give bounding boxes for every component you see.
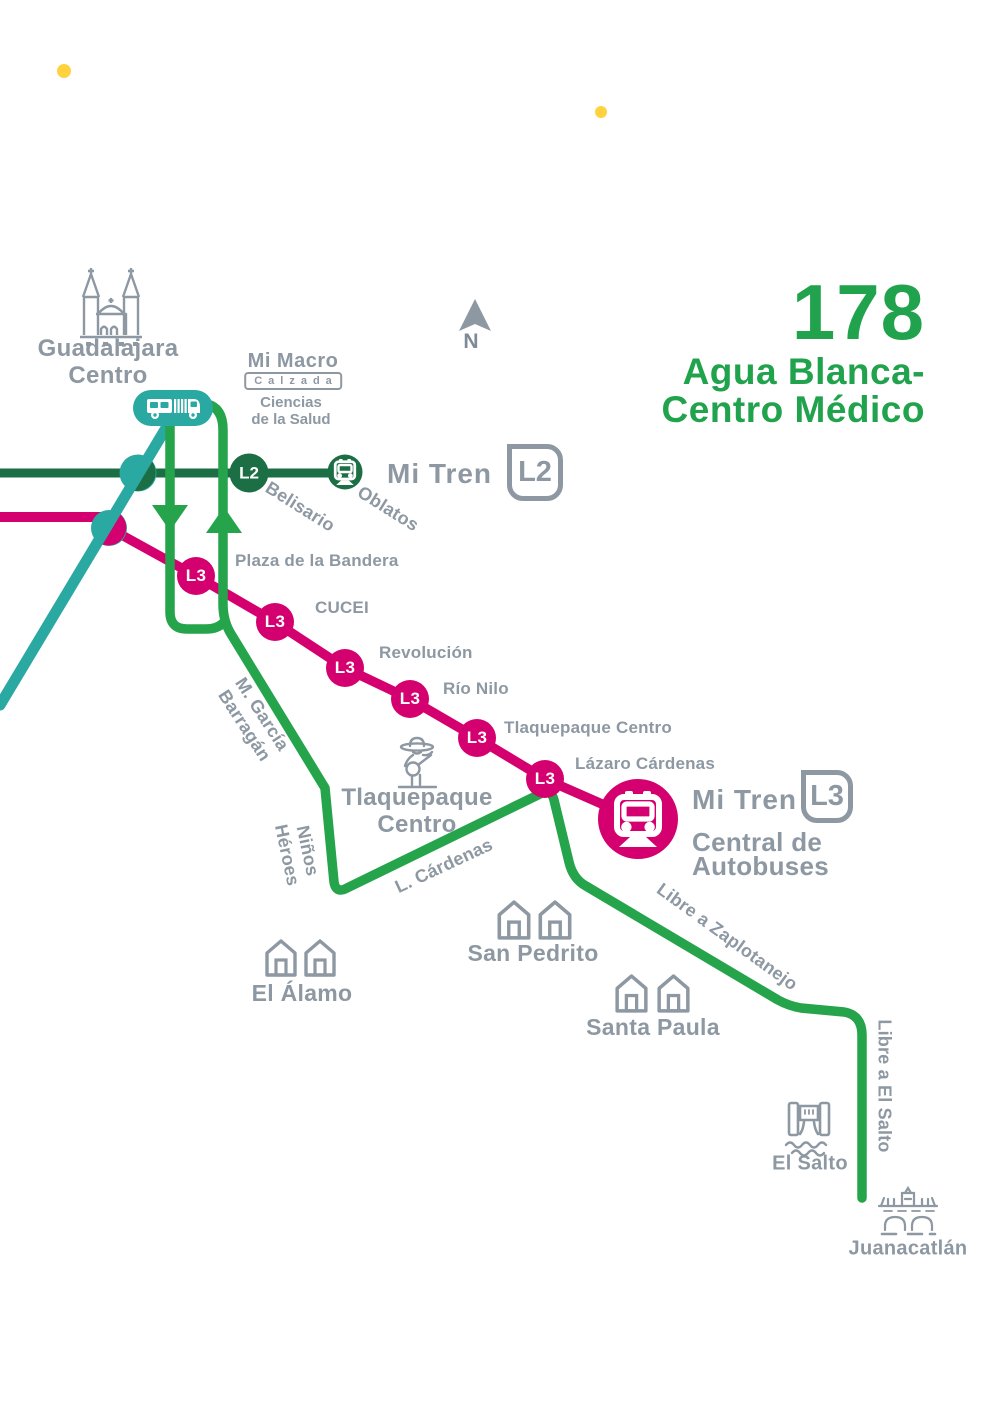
mi-tren-l3-brand: Mi Tren [692, 784, 798, 815]
l3-frame-badge: L3 [801, 770, 853, 823]
street-label-libre-el-salto: Libre a El Salto [874, 1019, 895, 1153]
l2-frame-badge: L2 [507, 444, 563, 501]
central-line1: Central de [692, 827, 823, 857]
place-label-el-alamo: El Álamo [251, 980, 353, 1006]
place-label-el-salto: El Salto [772, 1152, 848, 1175]
northbound-arrow-icon [206, 507, 242, 533]
l3-station-marker: L3 [391, 680, 429, 718]
route-name: Agua Blanca- Centro Médico [662, 353, 925, 429]
southbound-arrow-icon [152, 505, 188, 531]
station-label-tlaquepaque-centro: Tlaquepaque Centro [504, 718, 672, 737]
route-name-line1: Agua Blanca- [682, 351, 925, 392]
l3-station-marker: L3 [458, 719, 496, 757]
mariachi-icon [397, 736, 438, 789]
place-label-santa-paula: Santa Paula [586, 1014, 720, 1040]
mi-tren-l2-brand: Mi Tren [387, 458, 493, 489]
central-autobuses-label: Central de Autobuses [692, 827, 830, 881]
station-label-plaza-bandera: Plaza de la Bandera [235, 551, 399, 570]
place-label-san-pedrito: San Pedrito [467, 940, 599, 966]
tlaquepaque-line2: Centro [377, 811, 457, 838]
ciencias-salud-label: Ciencias de la Salud [251, 394, 330, 428]
north-arrow-icon [459, 299, 491, 331]
houses-icon [497, 900, 572, 940]
cathedral-icon [80, 268, 142, 346]
waterfall-icon [784, 1101, 831, 1157]
station-label-rio-nilo: Río Nilo [443, 679, 509, 698]
ciencias-line1: Ciencias [260, 394, 322, 411]
station-label-revolucion: Revolución [379, 643, 473, 662]
guadalajara-centro-label: Guadalajara Centro [38, 335, 179, 389]
tlaquepaque-line1: Tlaquepaque [341, 784, 493, 811]
houses-icon [615, 974, 690, 1013]
houses-icon [265, 939, 336, 977]
bridge-icon [877, 1185, 939, 1236]
l3-station-marker: L3 [256, 603, 294, 641]
l2-belisario-station: L2 [229, 453, 269, 493]
guadalajara-line1: Guadalajara [37, 335, 179, 362]
decorative-dot [57, 64, 71, 78]
guadalajara-line2: Centro [68, 362, 148, 389]
route-number: 178 [791, 268, 925, 356]
l3-station-marker: L3 [177, 557, 215, 595]
station-label-lazaro-cardenas: Lázaro Cárdenas [575, 754, 715, 773]
central-line2: Autobuses [692, 851, 830, 881]
compass-label: N [463, 330, 479, 353]
bus-terminal-pill [133, 390, 213, 426]
place-label-juanacatlan: Juanacatlán [848, 1237, 968, 1260]
l3-station-marker: L3 [326, 649, 364, 687]
calzada-badge: Calzada [244, 372, 342, 390]
route-header: 178 Agua Blanca- Centro Médico [662, 268, 925, 429]
ciencias-line2: de la Salud [251, 411, 331, 428]
bus-icon [147, 399, 200, 419]
l3-station-marker: L3 [526, 760, 564, 798]
macro-calzada-line [0, 412, 178, 711]
mi-macro-brand: Mi Macro [247, 350, 339, 372]
station-label-cucei: CUCEI [315, 598, 369, 617]
route-name-line2: Centro Médico [661, 389, 925, 430]
tlaquepaque-centro-place-label: Tlaquepaque Centro [341, 784, 492, 838]
decorative-dot [595, 106, 607, 118]
